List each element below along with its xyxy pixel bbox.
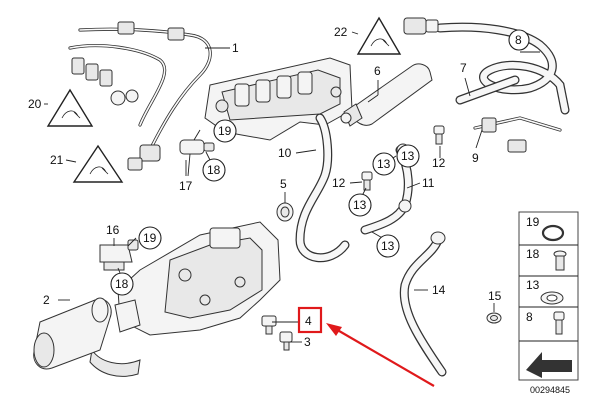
svg-text:18: 18 [115, 277, 129, 291]
callout-3[interactable]: 3 [304, 335, 311, 349]
socket-bolt-icon [553, 311, 565, 335]
svg-text:19: 19 [143, 231, 157, 245]
svg-text:3: 3 [304, 335, 311, 349]
sensor-17[interactable] [179, 139, 215, 177]
oil-line-10[interactable] [295, 113, 350, 263]
oil-line-8[interactable] [403, 17, 570, 115]
callout-5[interactable]: 5 [280, 177, 287, 191]
callout-13-c[interactable]: 13 [348, 193, 372, 217]
tube-7[interactable] [455, 75, 520, 105]
highlight-arrow [326, 323, 435, 387]
bolt-icon [553, 250, 567, 271]
svg-text:21: 21 [50, 153, 64, 167]
callout-19-a[interactable]: 19 [213, 119, 237, 143]
legend-item-19: 19 [526, 215, 565, 242]
svg-text:13: 13 [381, 239, 395, 253]
callout-11[interactable]: 11 [422, 176, 435, 190]
o-ring-icon [541, 224, 565, 242]
svg-text:4: 4 [305, 314, 312, 328]
svg-text:2: 2 [43, 293, 50, 307]
seal-5[interactable] [276, 202, 294, 222]
callout-13-b[interactable]: 13 [396, 144, 420, 168]
callout-12-b[interactable]: 12 [432, 156, 446, 170]
legend-item-18: 18 [526, 247, 567, 271]
svg-text:12: 12 [332, 176, 346, 190]
callout-16[interactable]: 16 [106, 223, 120, 237]
svg-text:13: 13 [353, 198, 367, 212]
svg-text:19: 19 [218, 124, 232, 138]
bolt-12-a[interactable] [361, 171, 373, 191]
sensor-16[interactable] [99, 239, 139, 271]
transmission-housing[interactable] [89, 221, 281, 377]
callout-14[interactable]: 14 [432, 283, 446, 297]
callout-19-b[interactable]: 19 [138, 226, 162, 250]
svg-text:13: 13 [377, 157, 391, 171]
svg-text:5: 5 [280, 177, 287, 191]
callout-4-highlight[interactable]: 4 [297, 306, 323, 334]
legend-item-13: 13 [526, 278, 564, 305]
callout-9[interactable]: 9 [472, 151, 479, 165]
callout-21[interactable]: 21 [50, 153, 64, 167]
callout-18-b[interactable]: 18 [110, 272, 134, 296]
svg-text:9: 9 [472, 151, 479, 165]
callout-10[interactable]: 10 [278, 146, 292, 160]
svg-text:12: 12 [432, 156, 446, 170]
connector-9[interactable] [473, 116, 562, 153]
svg-text:22: 22 [334, 25, 348, 39]
valve-body[interactable] [204, 57, 353, 141]
reference-number: 00294845 [530, 385, 570, 395]
callout-13-d[interactable]: 13 [376, 234, 400, 258]
svg-text:00294845: 00294845 [530, 385, 570, 395]
callout-12-a[interactable]: 12 [332, 176, 346, 190]
svg-text:13: 13 [401, 149, 415, 163]
svg-text:10: 10 [278, 146, 292, 160]
svg-text:1: 1 [232, 41, 239, 55]
svg-text:11: 11 [422, 176, 435, 190]
esd-warning-triangle-icon [72, 144, 124, 183]
callout-13-a[interactable]: 13 [372, 152, 396, 176]
callout-18-a[interactable]: 18 [202, 158, 226, 182]
callout-8[interactable]: 8 [508, 29, 530, 51]
svg-text:8: 8 [526, 310, 533, 324]
callout-17[interactable]: 17 [179, 179, 193, 193]
svg-text:6: 6 [374, 64, 381, 78]
fitting-3[interactable] [279, 331, 293, 351]
svg-text:16: 16 [106, 223, 120, 237]
svg-text:14: 14 [432, 283, 446, 297]
legend-arrow-icon [526, 352, 572, 378]
callout-15[interactable]: 15 [488, 289, 502, 303]
svg-text:8: 8 [515, 33, 522, 47]
svg-text:18: 18 [207, 163, 221, 177]
hardware-legend: 19 18 13 8 [518, 211, 579, 381]
oil-line-14[interactable] [399, 231, 447, 377]
svg-text:13: 13 [526, 278, 540, 292]
fitting-4[interactable] [261, 315, 277, 335]
svg-text:20: 20 [28, 97, 42, 111]
callout-1[interactable]: 1 [232, 41, 239, 55]
sealing-washer-icon [540, 291, 564, 305]
svg-text:18: 18 [526, 247, 540, 261]
gear-actuator[interactable] [340, 63, 433, 127]
svg-text:19: 19 [526, 215, 540, 229]
callout-6[interactable]: 6 [374, 64, 381, 78]
oil-filter-2[interactable] [33, 297, 112, 370]
callout-7[interactable]: 7 [460, 61, 467, 75]
svg-text:17: 17 [179, 179, 193, 193]
bolt-12-b[interactable] [433, 125, 445, 145]
callout-20[interactable]: 20 [28, 97, 42, 111]
legend-item-8: 8 [526, 310, 565, 335]
svg-text:15: 15 [488, 289, 502, 303]
clamp-15[interactable] [486, 312, 502, 324]
callout-2[interactable]: 2 [43, 293, 50, 307]
svg-text:7: 7 [460, 61, 467, 75]
esd-warning-triangle-icon [356, 16, 402, 55]
esd-warning-triangle-icon [46, 88, 94, 127]
callout-22[interactable]: 22 [334, 25, 348, 39]
